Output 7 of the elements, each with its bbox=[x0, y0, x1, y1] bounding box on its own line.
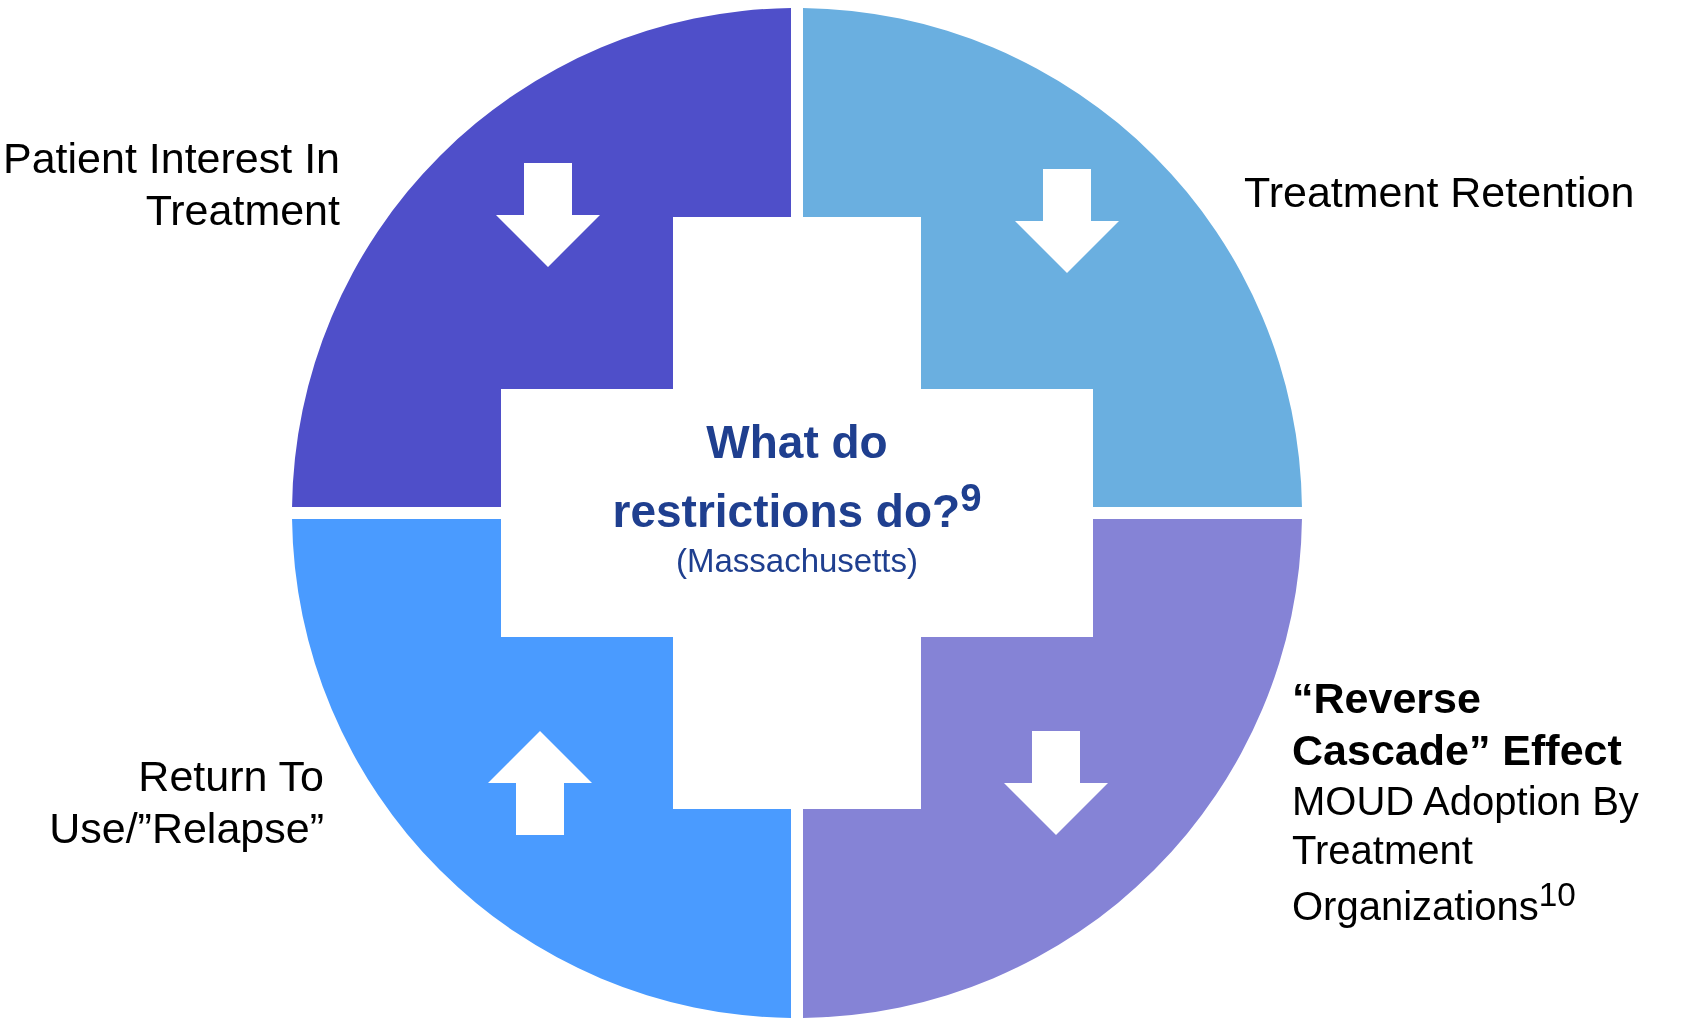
segment-heading: “Reverse Cascade” Effect bbox=[1292, 673, 1623, 777]
segment-label: Treatment Retention bbox=[1244, 167, 1636, 218]
center-subtitle: (Massachusetts) bbox=[674, 541, 920, 580]
segment-label: Patient Interest In Treatment bbox=[1, 133, 340, 237]
center-question: What do restrictions do?$^{9}$ bbox=[611, 415, 983, 540]
segment-label: MOUD Adoption By Treatment Organizations$^{10}$ bbox=[1292, 777, 1640, 930]
segment-label: Return To Use/”Relapse” bbox=[48, 751, 324, 855]
